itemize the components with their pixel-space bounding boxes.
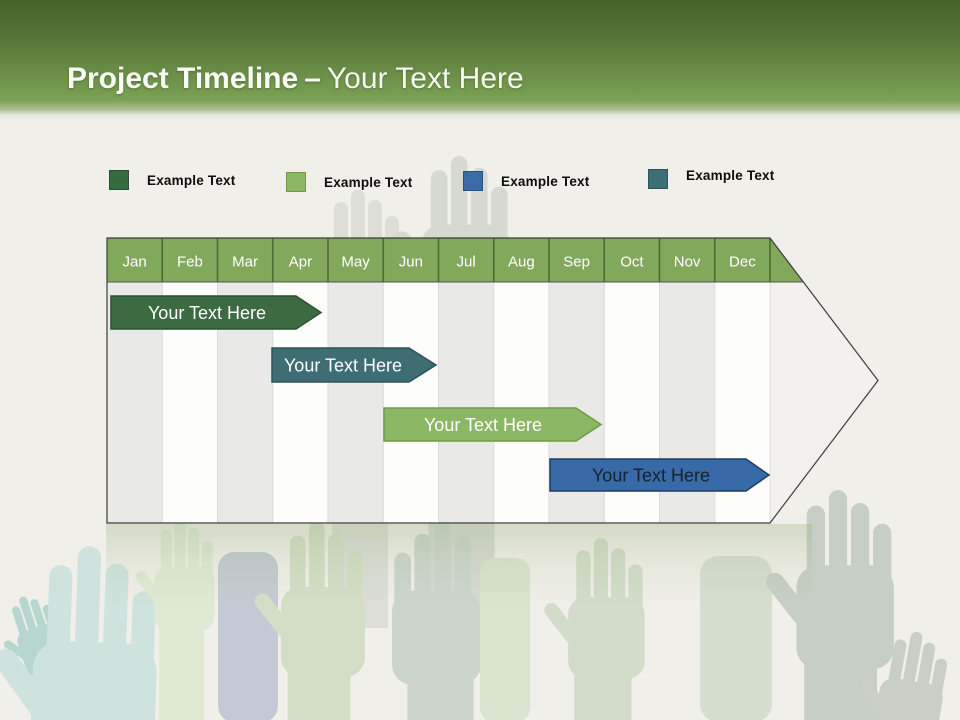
month-label: Mar <box>232 254 258 271</box>
legend-label: Example Text <box>501 173 590 189</box>
legend-label: Example Text <box>147 172 236 188</box>
month-label: Sep <box>563 254 590 271</box>
task-bar-4: Your Text Here <box>549 458 771 492</box>
task-bar-shape <box>110 295 323 330</box>
legend-item: Example Text <box>109 170 235 190</box>
swatch-rect <box>109 170 129 190</box>
legend-swatch-blue <box>463 171 483 191</box>
swatch-rect <box>463 171 483 191</box>
title-bar: Project Timeline–Your Text Here <box>0 0 960 122</box>
month-header-dividers <box>161 238 771 282</box>
timeline-arrow-outline <box>106 237 879 524</box>
title-main: Project Timeline <box>67 62 299 95</box>
month-label: Oct <box>620 254 644 271</box>
month-label: May <box>341 254 370 271</box>
task-bar-label: Your Text Here <box>592 466 710 486</box>
swatch-rect <box>286 172 306 192</box>
legend-label: Example Text <box>686 168 775 183</box>
month-header-band <box>107 238 819 282</box>
month-label: Apr <box>289 254 312 271</box>
task-bar-label: Your Text Here <box>148 303 266 323</box>
month-label: Jan <box>123 254 147 271</box>
month-label: Jun <box>399 254 423 271</box>
task-bar-shape <box>383 407 603 442</box>
arm-silhouette <box>218 552 278 720</box>
legend-item: Example Text <box>286 172 412 192</box>
legend-swatch-teal <box>648 169 668 189</box>
title-suffix: Your Text Here <box>326 62 524 95</box>
task-bar-shape <box>271 347 438 383</box>
task-bar-1: Your Text Here <box>110 295 323 330</box>
task-bar-2: Your Text Here <box>271 347 438 383</box>
legend-item: Example Text <box>463 171 589 191</box>
month-labels: Jan Feb Mar Apr May Jun Jul Aug Sep Oct … <box>123 254 757 271</box>
title-separator: – <box>304 62 321 95</box>
legend-item: Example Text <box>648 168 775 189</box>
month-label: Aug <box>508 254 535 271</box>
month-label: Nov <box>674 254 701 271</box>
swatch-rect <box>648 169 668 189</box>
task-bar-shape <box>549 458 771 492</box>
month-label: Dec <box>729 254 756 271</box>
task-bar-label: Your Text Here <box>284 356 402 376</box>
legend-swatch-light-green <box>286 172 306 192</box>
legend-swatch-dark-green <box>109 170 129 190</box>
month-label: Jul <box>457 254 476 271</box>
slide-title: Project Timeline–Your Text Here <box>67 62 524 96</box>
task-bar-label: Your Text Here <box>424 415 542 435</box>
arm-silhouette <box>480 558 530 720</box>
timeline-chart: Jan Feb Mar Apr May Jun Jul Aug Sep Oct … <box>106 237 879 524</box>
bottom-hands <box>0 490 954 720</box>
arm-silhouette <box>700 556 772 720</box>
legend-label: Example Text <box>324 174 413 190</box>
task-bar-3: Your Text Here <box>383 407 603 442</box>
month-label: Feb <box>177 254 203 271</box>
